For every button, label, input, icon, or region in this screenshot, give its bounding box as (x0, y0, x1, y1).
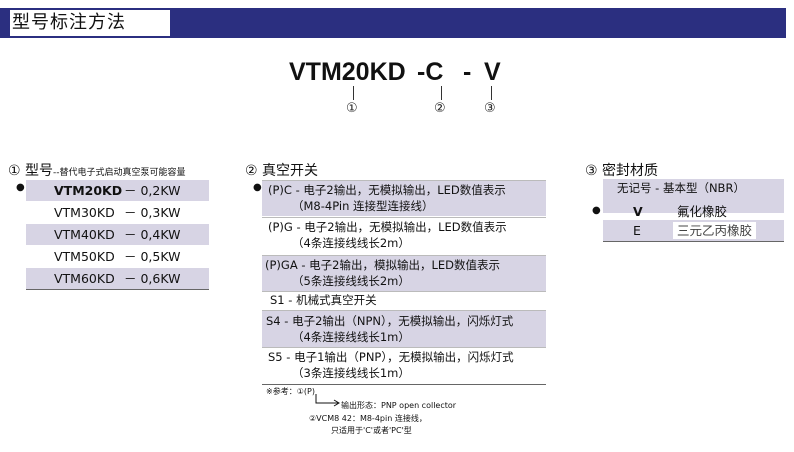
note-vcm-applicability: 只适用于'C'或者'PC'型 (331, 426, 412, 435)
option-line1: S1 - 机械式真空开关 (270, 293, 377, 307)
model-code-dash: - (463, 58, 472, 86)
note-vcm-cable: ②VCM8 42：M8-4pin 连接线， (309, 414, 427, 423)
model-name: VTM60KD (54, 271, 115, 286)
model-name: VTM50KD (54, 249, 115, 264)
seal-row: E 三元乙丙橡胶 (603, 220, 784, 242)
model-power: － 0,4KW (124, 227, 181, 242)
model-row: VTM40KD － 0,4KW (26, 224, 209, 245)
seal-code: E (633, 223, 641, 238)
model-power: － 0,5KW (124, 249, 181, 264)
model-code-seal: V (484, 58, 501, 86)
note-output-form: 输出形态：PNP open collector (341, 401, 457, 410)
section1-subtitle: --替代电子式启动真空泵可能容量 (53, 168, 186, 178)
option-line1: (P)GA - 电子2输出，模拟输出，LED数值表示 (265, 258, 500, 272)
model-row: VTM60KD － 0,6KW (26, 268, 209, 290)
vacuum-switch-option: (P)GA - 电子2输出，模拟输出，LED数值表示 （5条连接线线长2m） (262, 255, 546, 291)
option-line1: S5 - 电子1输出（PNP），无模拟输出，闪烁灯式 (268, 350, 514, 364)
model-row: VTM20KD － 0,2KW (26, 180, 209, 201)
seal-code: V (633, 204, 643, 219)
model-power: － 0,2KW (124, 183, 181, 198)
seal-code: 无记号 - 基本型（NBR） (617, 181, 745, 195)
section1-heading: ① 型号 (8, 163, 54, 179)
bullet-dot: ● (592, 205, 601, 216)
model-row: VTM50KD － 0,5KW (26, 246, 209, 267)
option-line2: （3条连接线线长1m） (292, 366, 410, 380)
option-line1: (P)C - 电子2输出，无模拟输出，LED数值表示 (268, 183, 506, 197)
leader-line-1 (353, 86, 354, 100)
bullet-dot: ● (16, 182, 25, 193)
seal-row: 无记号 - 基本型（NBR） (603, 179, 784, 213)
leader-line-3 (491, 86, 492, 100)
option-line1: S4 - 电子2输出（NPN），无模拟输出，闪烁灯式 (266, 314, 514, 328)
model-row: VTM30KD － 0,3KW (26, 202, 209, 223)
model-code-switch: -C (417, 58, 444, 86)
vacuum-switch-option: S5 - 电子1输出（PNP），无模拟输出，闪烁灯式 （3条连接线线长1m） (262, 347, 546, 385)
vacuum-switch-option: (P)G - 电子2输出，无模拟输出，LED数值表示 （4条连接线线长2m） (262, 217, 546, 253)
section2-title: ② 真空开关 (245, 163, 319, 179)
note-reference: ※参考：①(P) (266, 387, 315, 396)
option-line1: (P)G - 电子2输出，无模拟输出，LED数值表示 (268, 220, 507, 234)
model-power: － 0,6KW (124, 271, 181, 286)
vacuum-switch-option: S1 - 机械式真空开关 (262, 291, 546, 310)
option-line2: （5条连接线线长2m） (292, 274, 410, 288)
seal-row: V 氟化橡胶 (603, 201, 784, 222)
marker-3: ③ (484, 101, 496, 116)
model-code-base: VTM20KD (289, 58, 406, 86)
seal-material: 三元乙丙橡胶 (673, 222, 757, 239)
option-line2: （4条连接线线长1m） (292, 330, 410, 344)
option-line2: （M8-4Pin 连接型连接线） (292, 199, 434, 213)
model-name: VTM20KD (54, 183, 123, 198)
bullet-dot: ● (253, 182, 262, 193)
note-bracket-icon (315, 394, 340, 407)
option-line2: （4条连接线线长2m） (292, 236, 410, 250)
model-power: － 0,3KW (124, 205, 181, 220)
section3-title: ③ 密封材质 (585, 163, 659, 179)
leader-line-2 (441, 86, 442, 100)
marker-2: ② (434, 101, 446, 116)
model-name: VTM40KD (54, 227, 115, 242)
section1-title: ① 型号--替代电子式启动真空泵可能容量 (8, 160, 186, 180)
page-title: 型号标注方法 (10, 10, 170, 36)
model-name: VTM30KD (54, 205, 115, 220)
vacuum-switch-option: (P)C - 电子2输出，无模拟输出，LED数值表示 （M8-4Pin 连接型连… (262, 180, 546, 216)
vacuum-switch-option: S4 - 电子2输出（NPN），无模拟输出，闪烁灯式 （4条连接线线长1m） (262, 310, 546, 347)
marker-1: ① (346, 101, 358, 116)
seal-material: 氟化橡胶 (677, 204, 728, 219)
